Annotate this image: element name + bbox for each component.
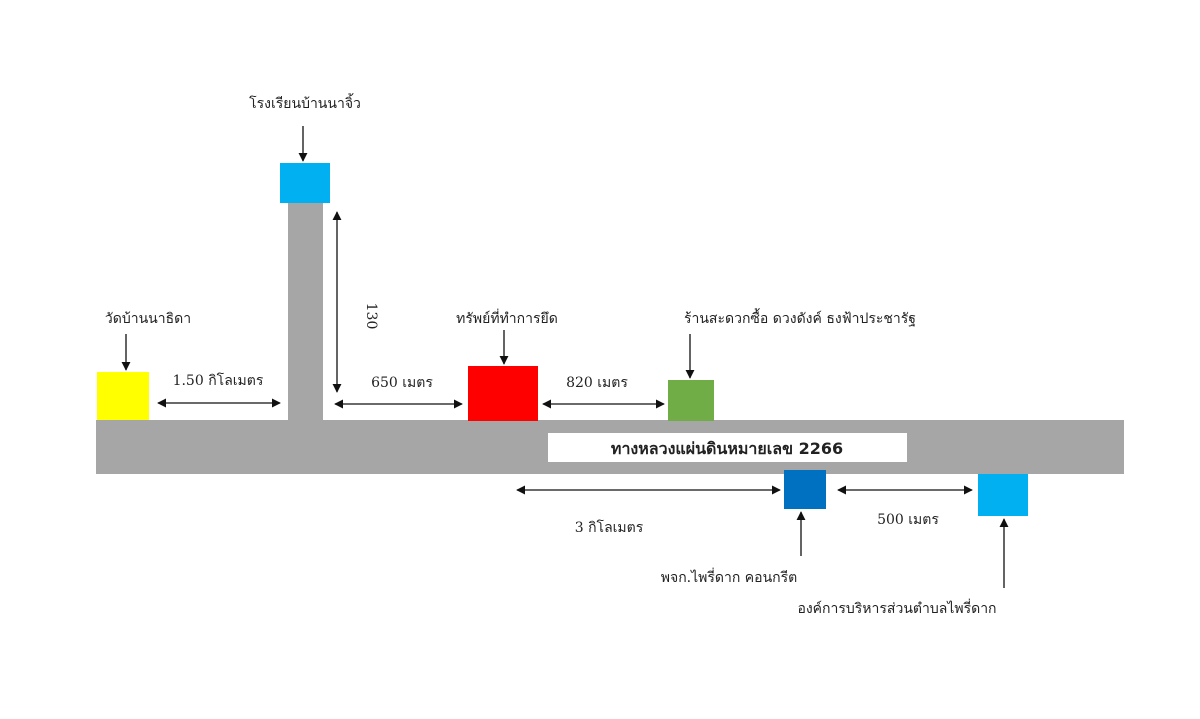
branch-road	[288, 197, 323, 422]
wat-marker	[97, 372, 149, 420]
school-branch-distance-label: 130	[363, 303, 379, 330]
police-label: พจก.ไพรี่ดาก คอนกรีต	[661, 568, 797, 586]
wat-label: วัดบ้านนาธิดา	[105, 311, 191, 327]
junction-property-distance-label: 650 เมตร	[371, 375, 433, 391]
police-tao-distance-label: 500 เมตร	[877, 512, 939, 528]
property-label: ทรัพย์ที่ทำการยึด	[456, 309, 558, 327]
road-label: ทางหลวงแผ่นดินหมายเลข 2266	[611, 439, 843, 458]
road-label-box	[548, 433, 907, 462]
tao-marker	[978, 474, 1028, 516]
school-label: โรงเรียนบ้านนาจิ้ว	[249, 93, 361, 112]
store-label: ร้านสะดวกซื้อ ดวงดังค์ ธงฟ้าประชารัฐ	[684, 308, 916, 327]
store-marker	[668, 380, 714, 421]
tao-label: องค์การบริหารส่วนตำบลไพรี่ดาก	[797, 599, 996, 617]
police-marker	[784, 470, 826, 509]
property-marker	[468, 366, 538, 421]
police-distance-label: 3 กิโลเมตร	[575, 519, 644, 536]
school-marker	[280, 163, 330, 203]
wat-junction-distance-label: 1.50 กิโลเมตร	[173, 372, 264, 389]
property-store-distance-label: 820 เมตร	[566, 375, 628, 391]
